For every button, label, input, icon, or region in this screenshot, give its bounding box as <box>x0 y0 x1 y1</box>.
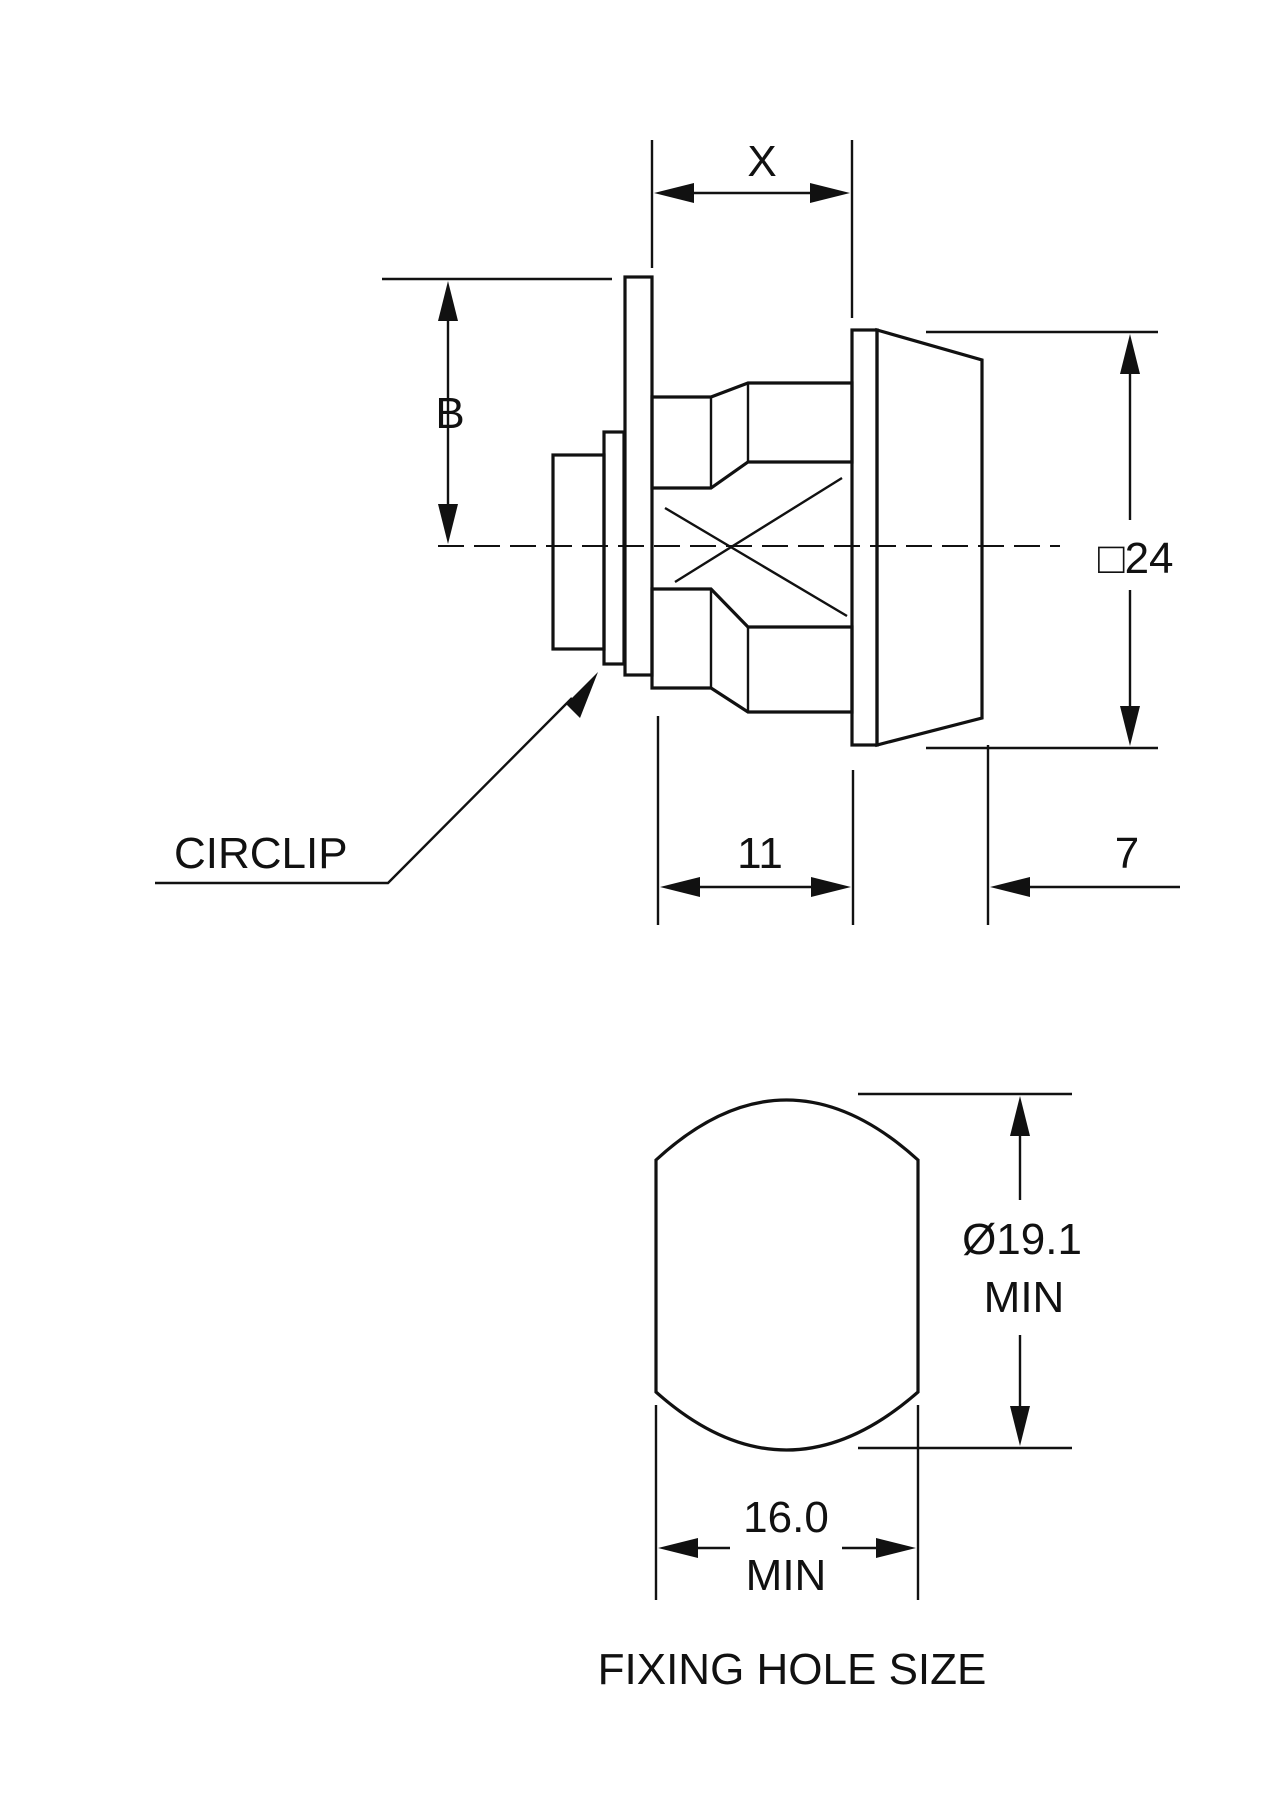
x-arrow-left <box>654 183 694 203</box>
width-label: 16.0 <box>743 1493 829 1542</box>
fixing-hole-caption: FIXING HOLE SIZE <box>598 1645 987 1694</box>
x-label: X <box>747 137 776 186</box>
diameter-min-label: MIN <box>984 1273 1065 1322</box>
fixing-hole-outline <box>654 1098 920 1452</box>
x-arrow-right <box>810 183 850 203</box>
b-label: B <box>435 389 464 438</box>
dia-arrow-top <box>1010 1096 1030 1136</box>
circlip-label: CIRCLIP <box>174 829 348 878</box>
dim11-label: 11 <box>737 829 783 878</box>
width-min-label: MIN <box>746 1551 827 1600</box>
dimension-x: X <box>650 137 854 318</box>
circlip-washer <box>602 430 626 666</box>
fixing-hole-view: Ø19.1 MIN 16.0 MIN FIXING HOLE SIZE <box>598 1092 1082 1694</box>
cross-line-a <box>664 506 848 618</box>
b-arrow-top <box>438 281 458 321</box>
dimension-b: B <box>382 277 612 544</box>
circlip-leader-line <box>155 697 573 885</box>
dimension-11-and-7: 11 7 <box>656 716 1180 925</box>
front-flange <box>850 328 879 747</box>
circlip-callout: CIRCLIP <box>155 672 598 885</box>
dim11-arrow-right <box>811 877 851 897</box>
cross-line-b <box>674 476 843 584</box>
width-arrow-right <box>876 1538 916 1558</box>
rear-boss <box>551 453 606 651</box>
diameter-label: Ø19.1 <box>962 1215 1082 1264</box>
b-arrow-bottom <box>438 504 458 544</box>
dia-arrow-bottom <box>1010 1406 1030 1446</box>
cam-lock-side-view <box>438 275 1060 748</box>
square-24-label: □24 <box>1098 534 1174 583</box>
panel-plate <box>623 275 654 677</box>
dim7-label: 7 <box>1115 829 1139 878</box>
circlip-leader-arrow <box>566 672 598 718</box>
tapered-head <box>875 327 984 748</box>
dim11-arrow-left <box>660 877 700 897</box>
width-arrow-left <box>658 1538 698 1558</box>
lower-cam-lug <box>650 587 854 714</box>
dim7-arrow <box>990 877 1030 897</box>
dimension-square-24: □24 <box>926 330 1174 750</box>
sq-arrow-top <box>1120 334 1140 374</box>
upper-cam-lug <box>650 381 854 490</box>
sq-arrow-bottom <box>1120 706 1140 746</box>
